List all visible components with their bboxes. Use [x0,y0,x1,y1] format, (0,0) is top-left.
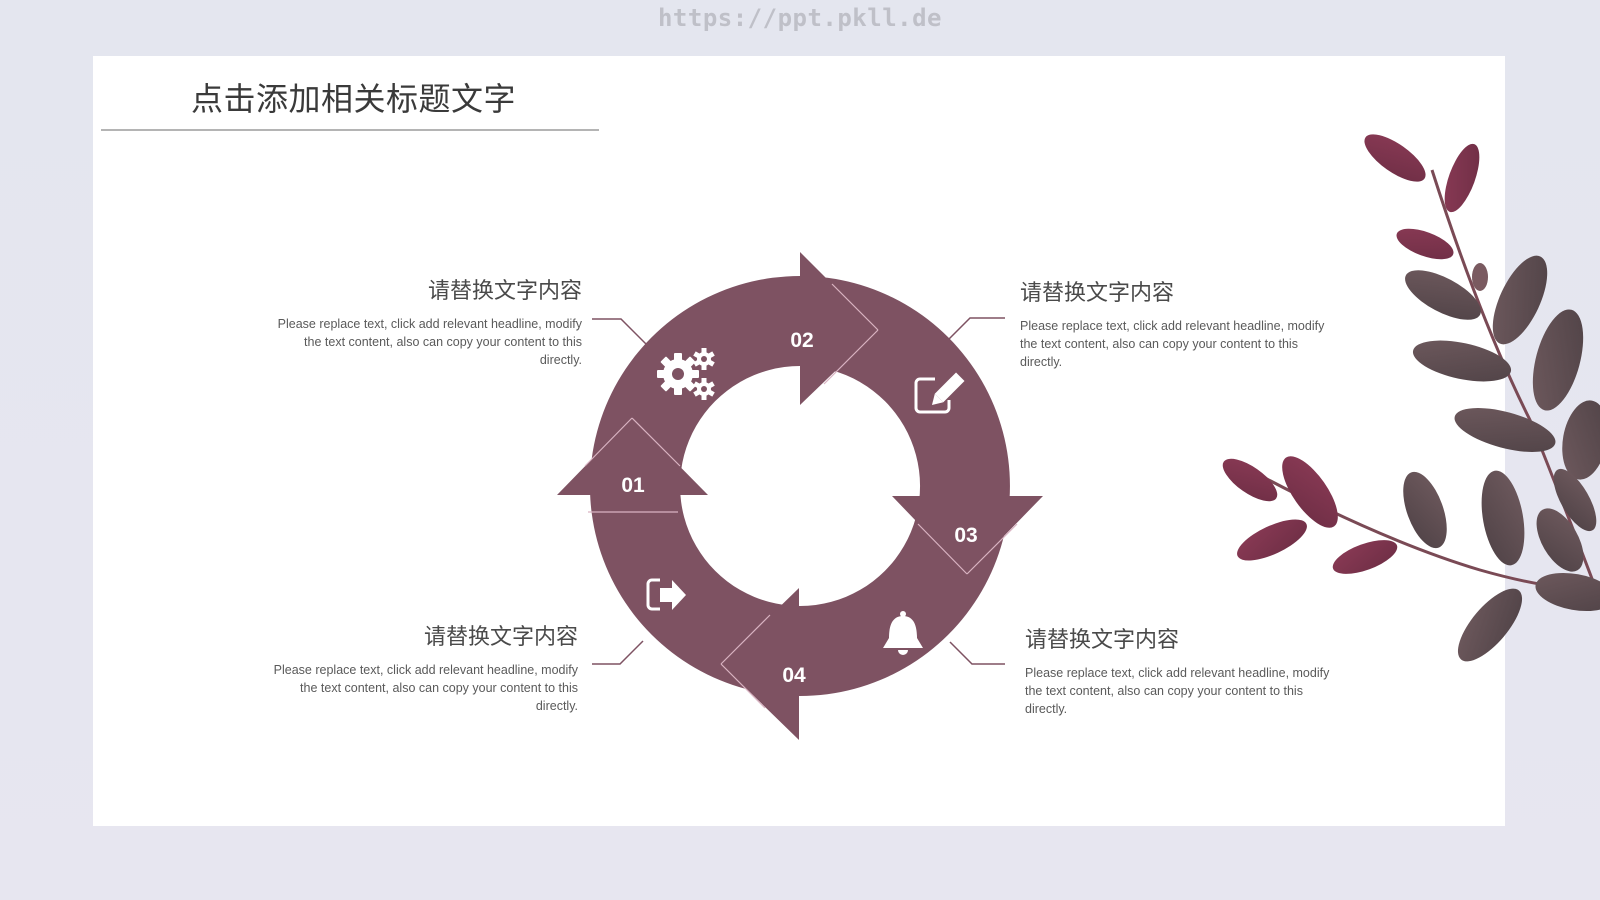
step-number-02[interactable]: 02 [790,329,814,352]
callout-bottom-left: 请替换文字内容 Please replace text, click add r… [268,625,578,715]
callout-body[interactable]: Please replace text, click add relevant … [273,663,578,713]
watermark-url: https://ppt.pkll.de [657,4,943,32]
callout-top-left: 请替换文字内容 Please replace text, click add r… [272,279,582,369]
callout-heading[interactable]: 请替换文字内容 [1020,281,1175,306]
callout-body[interactable]: Please replace text, click add relevant … [277,317,582,367]
callout-heading[interactable]: 请替换文字内容 [427,279,582,304]
step-number-03[interactable]: 03 [954,524,978,547]
callout-heading[interactable]: 请替换文字内容 [423,625,578,650]
callout-body[interactable]: Please replace text, click add relevant … [1020,319,1325,369]
callout-bottom-right: 请替换文字内容 Please replace text, click add r… [1025,628,1335,718]
callout-top-right: 请替换文字内容 Please replace text, click add r… [1020,281,1330,371]
title-divider [101,129,599,131]
callout-body[interactable]: Please replace text, click add relevant … [1025,666,1330,716]
step-number-01[interactable]: 01 [621,474,645,497]
slide-title[interactable]: 点击添加相关标题文字 [191,80,517,118]
callout-heading[interactable]: 请替换文字内容 [1025,628,1180,653]
step-number-04[interactable]: 04 [782,664,806,687]
